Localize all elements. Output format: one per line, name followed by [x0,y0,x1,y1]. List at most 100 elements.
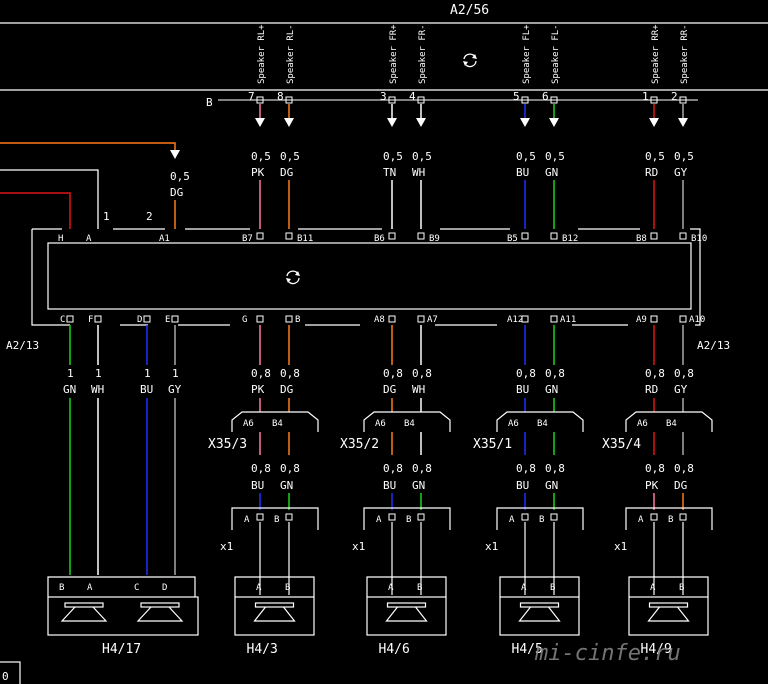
junction-pin-label: B4 [537,419,548,429]
wire-color-label: BU [516,383,529,396]
speaker-icon [136,606,184,622]
bus-label: B [206,96,213,109]
amp-pin-a1: A1 [159,234,170,244]
amp-pin-mark [550,232,558,240]
wire-size-label: 0,8 [251,367,271,380]
speaker-icon [253,606,296,622]
wire-size-label: 0,8 [516,367,536,380]
header-title: A2/56 [450,3,489,18]
speaker-name: H4/3 [247,642,278,657]
wire-dg-offpage [0,142,176,150]
wire-arrow [284,118,294,127]
amp-top-pin-label: B11 [297,234,313,244]
amp-bottom-pin-label: A8 [374,315,385,325]
amp-top-pin-label: B9 [429,234,440,244]
wire-size-label: 0,8 [516,462,536,475]
amp-pin-h: H [58,234,63,244]
speaker-channel-label: Speaker FR+ [389,24,399,84]
arrow-a1 [170,150,180,159]
speaker-pin-label: B [285,583,290,593]
amp-pin-mark [171,315,179,323]
radio-pin-number: 2 [671,90,678,103]
junction-connector [496,411,584,432]
wire-size-label: 0,8 [251,462,271,475]
junction-pin-label: A6 [508,419,519,429]
speaker-pin-label: B [417,583,422,593]
wire-color-label: TN [383,166,396,179]
amp-pin-mark [679,232,687,240]
speaker-pin-label: A [388,583,394,593]
wire-color-label: WH [412,166,425,179]
wire-color-label: GN [545,479,558,492]
plug-pin-label: B [539,515,544,525]
amp-top-pin-label: B7 [242,234,253,244]
amp-pin-mark [521,315,529,323]
radio-pin-number: 8 [277,90,284,103]
amp-bottom-groups: G0,8PKB0,8DGA80,8DGA70,8WHA120,8BUA110,8… [242,315,705,412]
wire-arrow [649,118,659,127]
amp-bottom-pin-label: F [88,315,93,325]
junction-pin-label: B4 [666,419,677,429]
amp-top-pin-label: B6 [374,234,385,244]
speaker-icon [648,602,689,608]
amp-pin-mark [679,315,687,323]
amp-pin-mark [256,315,264,323]
plug-pin-mark [550,513,558,521]
amp-pin-mark [94,315,102,323]
wire-size-label: 1 [67,367,74,380]
speaker-pin-label: B [550,583,555,593]
wire-color-label: WH [412,383,425,396]
speaker-name: H4/5 [512,642,543,657]
plug-pin-mark [388,513,396,521]
wire-color-label: GY [674,166,688,179]
wire-color-label: DG [674,479,687,492]
speaker-icon [386,602,427,608]
plug-pin-mark [417,513,425,521]
wire-color-label: PK [251,383,265,396]
radio-pin-mark [550,96,558,104]
junction-name: X35/3 [208,437,247,452]
amp-outer-frame [31,228,701,326]
wire-size-label: 0,8 [674,367,694,380]
amp-pin-mark [521,232,529,240]
junction-connector [231,411,319,432]
plug-label: x1 [220,540,233,553]
amp-bottom-pin-label: A11 [560,315,576,325]
woofer-pin-label: A [87,583,93,593]
amp-pin-mark [285,315,293,323]
amp-label-left: A2/13 [6,339,39,352]
wire-color-label: RD [645,383,658,396]
wire-size-label: 0,8 [412,462,432,475]
amp-pin-mark [650,315,658,323]
wire-size-label: 1 [172,367,179,380]
junction-pin-label: A6 [243,419,254,429]
radio-pin-mark [650,96,658,104]
wire-size-label: 0,5 [645,150,665,163]
speaker-name: H4/6 [379,642,410,657]
junction-connector [625,411,713,432]
plug-pin-label: B [668,515,673,525]
watermark: mi-cinfe.ru [534,641,681,666]
radio-pin-mark [388,96,396,104]
plug-pin-mark [679,513,687,521]
amp-bottom-pin-label: G [242,315,247,325]
wire-size-label: 0,5 [545,150,565,163]
speaker-channel-label: Speaker RL+ [257,24,267,84]
wire-color-label: GN [412,479,425,492]
speaker-icon [140,602,180,608]
speaker-icon [385,606,428,622]
speaker-pin-label: A [521,583,527,593]
wire-color-label: DG [280,383,293,396]
plug-pin-label: A [376,515,382,525]
plug-x1 [496,507,584,530]
speaker-icon [519,602,560,608]
junction-pin-label: A6 [637,419,648,429]
wire-size-label: 0,8 [645,462,665,475]
radio-pin-number: 7 [248,90,255,103]
plug-label: x1 [485,540,498,553]
amp-pin-mark [388,232,396,240]
wire-color-label: GY [168,383,182,396]
